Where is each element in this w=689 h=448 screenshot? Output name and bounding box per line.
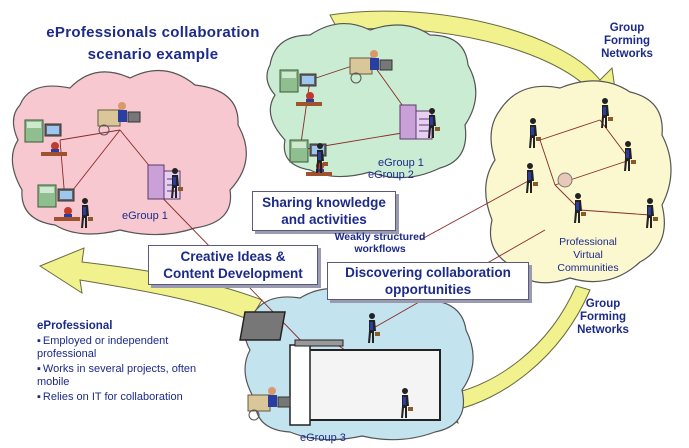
eprofessional-item: Works in several projects, often mobile xyxy=(37,363,227,389)
eprofessional-description: eProfessional Employed or independent pr… xyxy=(37,320,227,406)
egroup-2-label: eGroup 2 xyxy=(368,169,414,181)
sharing-knowledge-box: Sharing knowledge and activities xyxy=(252,191,396,231)
egroup-1-label-green: eGroup 1 xyxy=(378,157,424,169)
eprofessional-title: eProfessional xyxy=(37,320,113,332)
egroup-1-label: eGroup 1 xyxy=(122,210,168,222)
eprofessional-item: Employed or independent professional xyxy=(37,335,227,361)
laptop-desk xyxy=(239,311,441,426)
egroup-3-label: eGroup 3 xyxy=(300,432,346,444)
discovering-collaboration-box: Discovering collaboration opportunities xyxy=(327,262,529,300)
group-forming-networks-bottom: Group Forming Networks xyxy=(577,298,629,336)
group-forming-networks-top: Group Forming Networks xyxy=(601,22,653,60)
eprofessional-list: Employed or independent professional Wor… xyxy=(37,335,227,404)
professional-virtual-communities-label: Professional Virtual Communities xyxy=(557,236,619,274)
eprofessional-item: Relies on IT for collaboration xyxy=(37,391,227,404)
diagram-title: eProfessionals collaboration scenario ex… xyxy=(46,24,260,63)
weakly-structured-workflows-label: Weakly structured workflows xyxy=(334,231,426,255)
creative-ideas-box: Creative Ideas & Content Development xyxy=(148,245,318,285)
